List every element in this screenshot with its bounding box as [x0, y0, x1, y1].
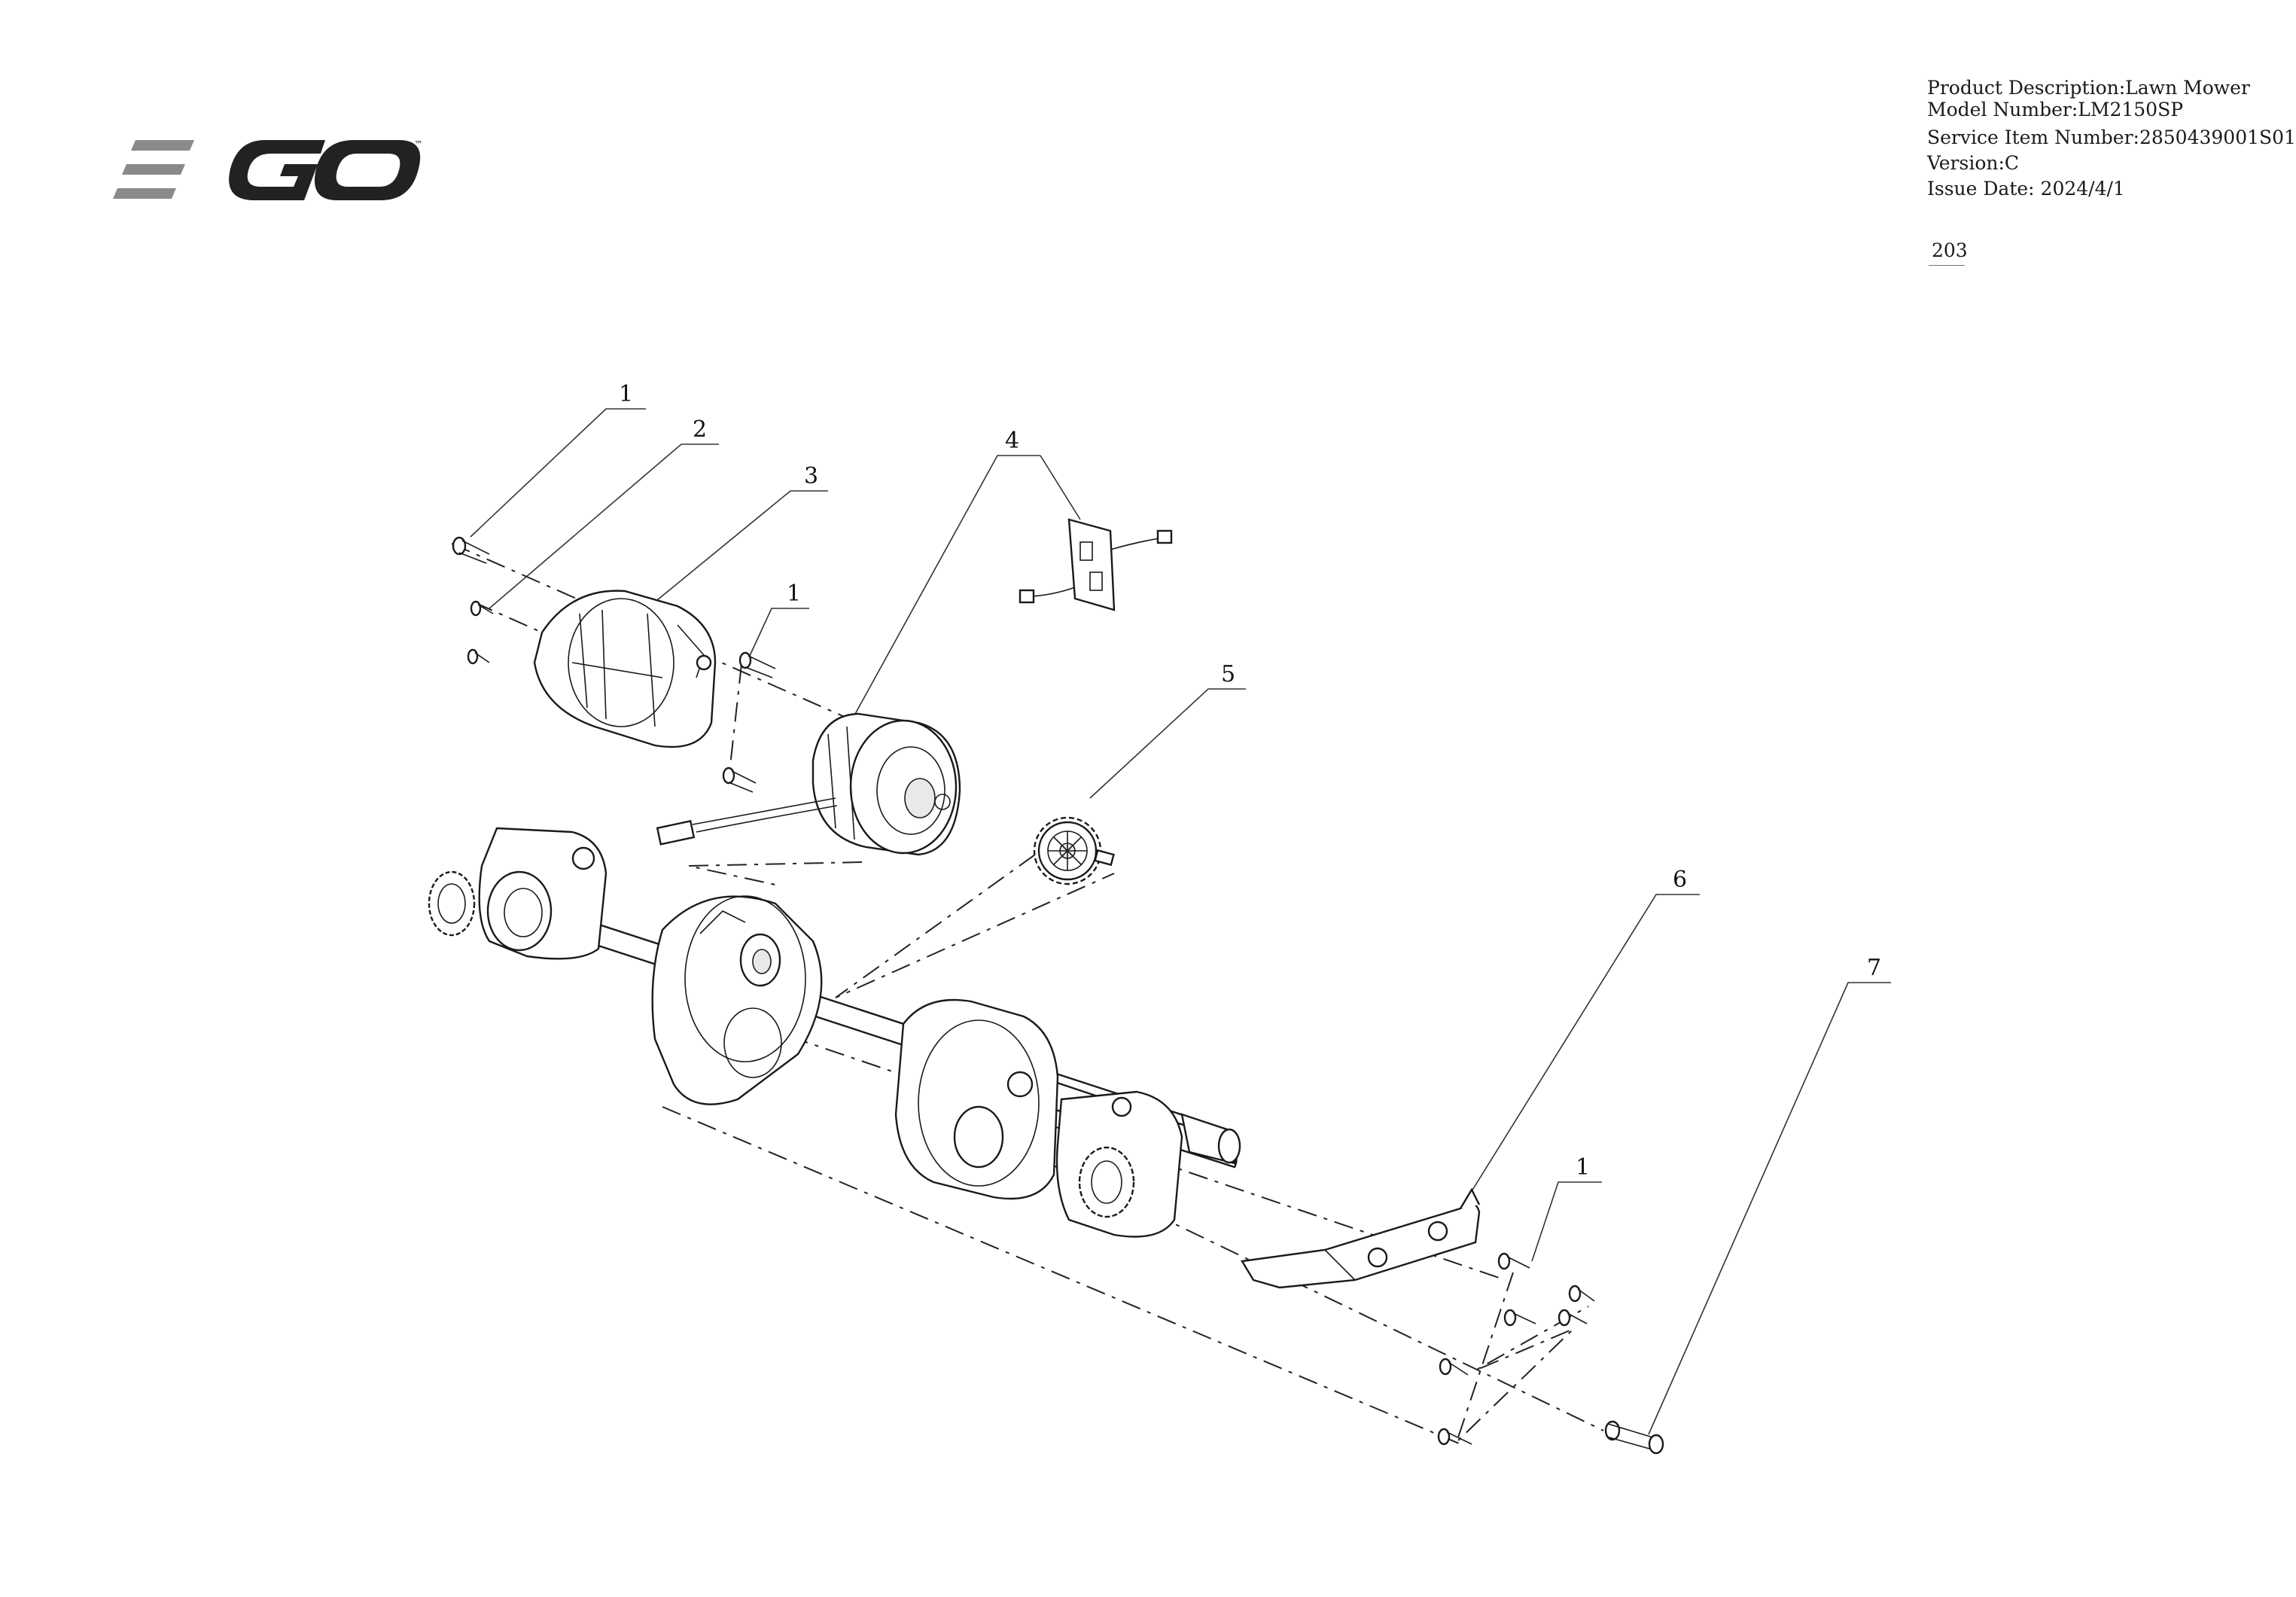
callout-4: 4 — [1005, 428, 1019, 454]
issue-date: Issue Date: 2024/4/1 — [1927, 178, 2125, 200]
leader-4a — [854, 455, 1040, 716]
screw-part-1-bracket — [1437, 1252, 1595, 1446]
leader-7 — [1648, 982, 1891, 1435]
motor-end-housing-part-3 — [533, 590, 717, 748]
right-pinion — [1078, 1146, 1135, 1218]
axis-bracket-screws — [1456, 1272, 1589, 1443]
service-item-number: Service Item Number:2850439001S01 — [1927, 126, 2296, 148]
callout-3: 3 — [804, 463, 818, 489]
leader-1b — [748, 608, 809, 658]
leader-6 — [1467, 894, 1700, 1198]
leader-1a — [470, 408, 646, 538]
callout-6: 6 — [1673, 867, 1687, 893]
callout-2: 2 — [693, 416, 707, 443]
leader-1c — [1531, 1181, 1602, 1262]
callout-1c: 1 — [1576, 1154, 1590, 1181]
logo-e-bottom-bar — [113, 188, 176, 199]
logo-e-top-bar — [131, 140, 194, 151]
callout-numbers: 1 2 3 1 4 5 6 7 1 — [619, 381, 1881, 1181]
motor-part-4 — [656, 712, 961, 856]
leader-4b — [1040, 455, 1081, 520]
pin-part-2 — [467, 600, 494, 665]
product-description: Product Description:Lawn Mower — [1927, 77, 2250, 99]
gearbox-axle-assembly — [428, 827, 1241, 1238]
page-number-underline — [1929, 265, 1965, 266]
leader-5 — [1089, 688, 1246, 799]
leader-2 — [489, 443, 719, 609]
control-board-part-4 — [1019, 518, 1173, 611]
bolt-part-7 — [1604, 1420, 1664, 1455]
leader-3 — [648, 490, 828, 608]
screw-part-1-upper — [452, 536, 490, 564]
version: Version:C — [1927, 152, 2020, 174]
screw-part-1-motor — [722, 651, 776, 793]
axis-motor-to-gearbox — [688, 861, 863, 885]
leader-lines — [470, 408, 1891, 1435]
axis-gearbox-lower — [662, 1106, 1465, 1446]
ego-logo — [113, 140, 421, 200]
callout-5: 5 — [1221, 661, 1235, 687]
gear-part-5 — [1033, 816, 1115, 885]
logo-trademark: ™ — [414, 139, 423, 150]
axis-motor-screws — [728, 663, 742, 780]
page-number: 203 — [1932, 239, 1968, 261]
logo-o — [314, 140, 421, 200]
logo-e-mid-bar — [122, 164, 185, 175]
left-pinion — [428, 870, 476, 937]
callout-1a: 1 — [619, 381, 633, 407]
axis-gear-to-gearbox — [835, 854, 1115, 998]
model-number: Model Number:LM2150SP — [1927, 99, 2184, 120]
bracket-part-6 — [1241, 1187, 1481, 1289]
logo-g — [229, 140, 325, 200]
callout-7: 7 — [1867, 955, 1881, 981]
callout-1b: 1 — [787, 581, 801, 607]
